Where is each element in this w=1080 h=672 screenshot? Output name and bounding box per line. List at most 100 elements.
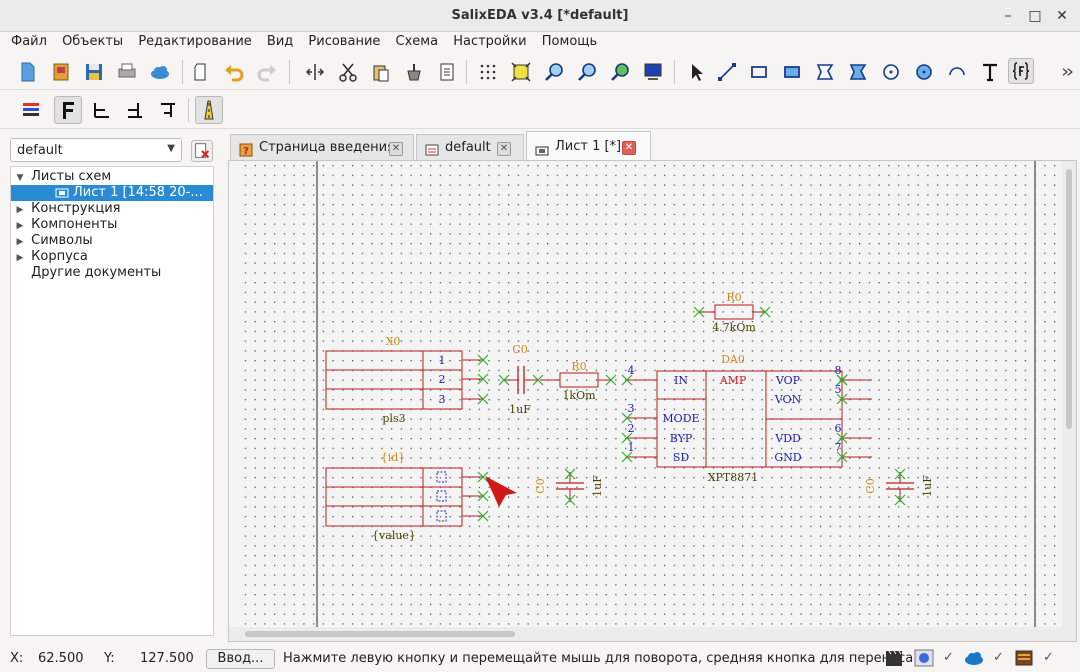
c0-series-ref: C0 bbox=[512, 343, 527, 356]
close-tab-icon[interactable]: ✕ bbox=[497, 142, 511, 156]
menu-schematic[interactable]: Схема bbox=[395, 34, 439, 49]
monitor-icon[interactable] bbox=[640, 59, 666, 85]
schematic-canvas[interactable]: X0 1 2 3 pls3 bbox=[229, 161, 1076, 641]
zoom-in-icon[interactable] bbox=[541, 59, 567, 85]
tree-item-symbols[interactable]: ▶ Символы bbox=[13, 233, 93, 249]
clean-icon[interactable] bbox=[401, 59, 427, 85]
circle-tool-icon[interactable] bbox=[878, 59, 904, 85]
align-top-icon[interactable] bbox=[155, 97, 181, 123]
menu-edit[interactable]: Редактирование bbox=[138, 34, 252, 49]
c0-capacitor-b[interactable]: C0 1uF bbox=[864, 468, 934, 506]
project-combo[interactable]: default ▼ bbox=[10, 138, 182, 162]
rectangle-tool-icon[interactable] bbox=[746, 59, 772, 85]
tree-item-packages[interactable]: ▶ Корпуса bbox=[13, 249, 88, 265]
da0-pin-gnd-num: 7 bbox=[835, 441, 842, 454]
r0-top-resistor[interactable]: R0 4.7kOm bbox=[693, 291, 771, 334]
menu-draw[interactable]: Рисование bbox=[308, 34, 381, 49]
da0-ref: DA0 bbox=[721, 353, 745, 366]
document-icon[interactable] bbox=[434, 59, 460, 85]
arc-tool-icon[interactable] bbox=[944, 59, 970, 85]
tree-item-components[interactable]: ▶ Компоненты bbox=[13, 217, 118, 233]
close-icon[interactable]: ✕ bbox=[1056, 8, 1068, 24]
layers-icon[interactable] bbox=[18, 97, 44, 123]
sheet-icon bbox=[535, 140, 549, 155]
tab-intro[interactable]: ?Страница введения ✕ bbox=[230, 134, 414, 161]
library-icon[interactable] bbox=[1013, 648, 1035, 668]
document-tabs: ?Страница введения ✕ default ✕ Лист 1 [*… bbox=[226, 131, 1080, 161]
print-icon[interactable] bbox=[114, 59, 140, 85]
schematic-canvas-area[interactable]: X0 1 2 3 pls3 bbox=[228, 160, 1077, 642]
tree-item-sheets[interactable]: ▼ Листы схем bbox=[13, 169, 112, 185]
pointer-icon[interactable] bbox=[683, 59, 709, 85]
net-marker-icon bbox=[836, 374, 848, 386]
paste-icon[interactable] bbox=[368, 59, 394, 85]
project-panel: default ▼ ▼ Листы схем Лист 1 [14:58 20-… bbox=[8, 138, 214, 636]
cloud-icon[interactable] bbox=[147, 59, 173, 85]
undo-icon[interactable] bbox=[221, 59, 247, 85]
expanded-triangle-icon: ▼ bbox=[16, 173, 24, 183]
menu-file[interactable]: Файл bbox=[11, 34, 47, 49]
horizontal-scroll-thumb[interactable] bbox=[245, 631, 515, 637]
globe-icon[interactable] bbox=[913, 648, 935, 668]
tab-label: Лист 1 [*] bbox=[555, 139, 622, 154]
net-marker-icon bbox=[605, 374, 617, 386]
tree-item-label: Лист 1 [14:58 20-... bbox=[73, 185, 203, 200]
menu-settings[interactable]: Настройки bbox=[453, 34, 527, 49]
input-button[interactable]: Ввод... bbox=[206, 649, 275, 669]
tree-item-label: Символы bbox=[31, 233, 93, 248]
cloud-icon[interactable] bbox=[963, 648, 985, 668]
c0-series-capacitor[interactable]: C0 1uF bbox=[498, 343, 544, 416]
tree-item-other-docs[interactable]: Другие документы bbox=[13, 265, 161, 281]
tab-sheet-1[interactable]: Лист 1 [*] ✕ bbox=[526, 131, 651, 161]
close-tab-icon[interactable]: ✕ bbox=[622, 141, 636, 155]
toolbar-overflow-icon[interactable] bbox=[1058, 59, 1076, 85]
grid-icon[interactable] bbox=[475, 59, 501, 85]
cut-icon[interactable] bbox=[335, 59, 361, 85]
font-bold-icon[interactable] bbox=[54, 96, 82, 124]
redo-icon[interactable] bbox=[254, 59, 280, 85]
chevron-down-icon: ▼ bbox=[167, 143, 175, 154]
filled-circle-tool-icon[interactable] bbox=[911, 59, 937, 85]
align-center-icon[interactable] bbox=[122, 97, 148, 123]
window-title: SalixEDA v3.4 [*default] bbox=[451, 8, 629, 23]
net-marker-icon bbox=[477, 471, 489, 522]
menu-help[interactable]: Помощь bbox=[541, 34, 598, 49]
x0-connector[interactable]: X0 1 2 3 pls3 bbox=[325, 335, 489, 425]
save-icon[interactable] bbox=[81, 59, 107, 85]
page-icon[interactable] bbox=[188, 59, 214, 85]
filled-rect-tool-icon[interactable] bbox=[779, 59, 805, 85]
horizontal-scrollbar[interactable] bbox=[229, 627, 1062, 641]
clapper-icon[interactable] bbox=[883, 648, 905, 668]
close-tab-icon[interactable]: ✕ bbox=[389, 142, 403, 156]
minimize-icon[interactable]: – bbox=[1004, 8, 1012, 24]
open-project-icon[interactable] bbox=[48, 59, 74, 85]
zoom-out-icon[interactable] bbox=[574, 59, 600, 85]
vertical-scroll-thumb[interactable] bbox=[1066, 169, 1072, 429]
id-connector[interactable]: {id} {value} bbox=[325, 451, 489, 542]
project-combo-value: default bbox=[17, 143, 63, 158]
align-left-icon[interactable] bbox=[89, 97, 115, 123]
close-project-button[interactable] bbox=[191, 140, 213, 162]
field-tool-icon[interactable] bbox=[1008, 58, 1034, 84]
text-tool-icon[interactable] bbox=[977, 59, 1003, 85]
zoom-fit-icon[interactable] bbox=[508, 59, 534, 85]
mirror-icon[interactable] bbox=[302, 59, 328, 85]
tree-item-label: Другие документы bbox=[31, 265, 162, 280]
line-tool-icon[interactable] bbox=[714, 59, 740, 85]
menu-objects[interactable]: Объекты bbox=[62, 34, 124, 49]
polygon-tool-icon[interactable] bbox=[812, 59, 838, 85]
da0-amplifier[interactable]: DA0 AMP XPT8871 IN MODE BYP SD 4 3 2 1 V… bbox=[621, 353, 872, 484]
zoom-area-icon[interactable] bbox=[607, 59, 633, 85]
r0-series-resistor[interactable]: R0 1kOm bbox=[540, 360, 617, 402]
menu-view[interactable]: Вид bbox=[266, 34, 294, 49]
da0-center-label: AMP bbox=[719, 374, 747, 387]
filled-polygon-tool-icon[interactable] bbox=[845, 59, 871, 85]
tree-item-label: Листы схем bbox=[31, 169, 112, 184]
maximize-icon[interactable]: □ bbox=[1028, 8, 1042, 24]
c0-capacitor-a[interactable]: C0 1uF bbox=[534, 468, 604, 506]
road-icon[interactable] bbox=[195, 96, 223, 124]
tree-item-sheet-1[interactable]: Лист 1 [14:58 20-... bbox=[11, 185, 213, 201]
tab-default[interactable]: default ✕ bbox=[416, 134, 524, 161]
new-file-icon[interactable] bbox=[15, 59, 41, 85]
tree-item-design[interactable]: ▶ Конструкция bbox=[13, 201, 121, 217]
